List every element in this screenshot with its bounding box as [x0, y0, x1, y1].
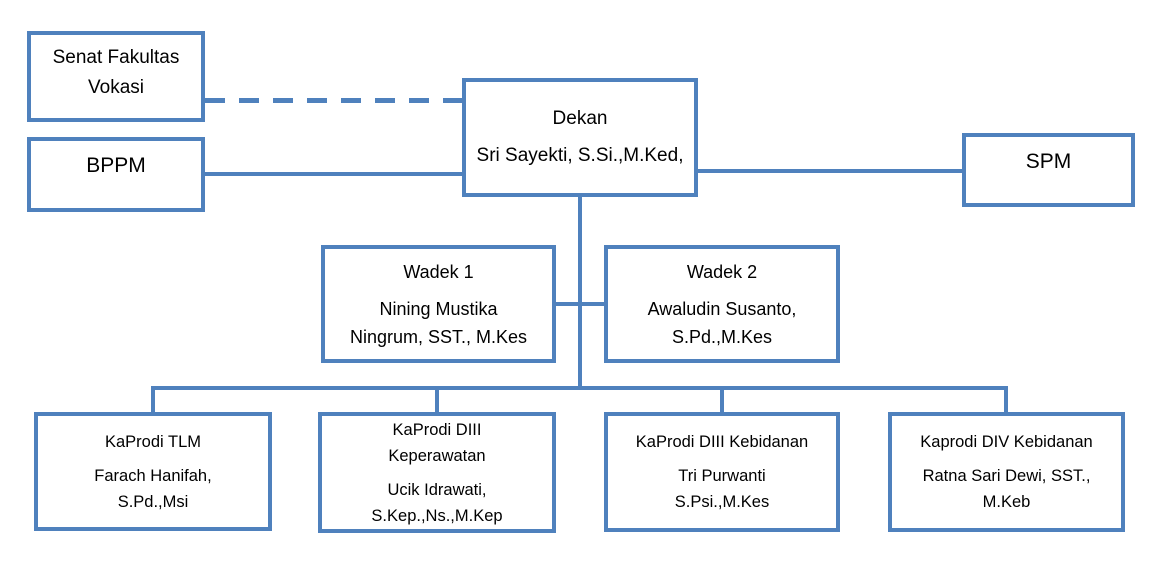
- node-title: KaProdi DIII Keperawatan: [388, 417, 485, 469]
- node-title: BPPM: [86, 153, 146, 179]
- node-name: Sri Sayekti, S.Si.,M.Ked,: [477, 142, 684, 170]
- title-line: KaProdi DIII Kebidanan: [635, 433, 809, 451]
- connector-stub-kaprodi-tlm: [151, 386, 155, 412]
- name-line: Ratna Sari Dewi, SST.,: [922, 467, 1091, 485]
- name-line: Ningrum, SST., M.Kes: [349, 326, 528, 347]
- name-line: Awaludin Susanto,: [647, 298, 797, 319]
- node-name: Awaludin Susanto, S.Pd.,M.Kes: [648, 295, 797, 351]
- name-line: S.Kep.,Ns.,M.Kep: [371, 506, 503, 525]
- name-line: M.Keb: [982, 493, 1031, 511]
- node-name: Ucik Idrawati, S.Kep.,Ns.,M.Kep: [371, 477, 502, 529]
- name-line: Ucik Idrawati,: [387, 480, 487, 499]
- name-line: Farach Hanifah,: [94, 466, 212, 485]
- name-line: Tri Purwanti: [678, 467, 766, 485]
- org-box-kaprodi-div-kebidanan: Kaprodi DIV Kebidanan Ratna Sari Dewi, S…: [888, 412, 1125, 532]
- connector-stub-kaprodi-div-kebidanan: [1004, 386, 1008, 412]
- connector-bppm-dekan: [205, 172, 462, 176]
- node-title: KaProdi DIII Kebidanan: [636, 429, 808, 455]
- title-line: Senat Fakultas: [52, 47, 180, 68]
- node-name: Nining Mustika Ningrum, SST., M.Kes: [350, 295, 527, 351]
- org-box-senat-fakultas-vokasi: Senat Fakultas Vokasi: [27, 31, 205, 122]
- org-box-kaprodi-tlm: KaProdi TLM Farach Hanifah, S.Pd.,Msi: [34, 412, 272, 531]
- node-title: KaProdi TLM: [105, 429, 201, 455]
- connector-dekan-vertical: [578, 197, 582, 390]
- node-title: Wadek 2: [687, 258, 757, 286]
- connector-kaprodi-horizontal: [151, 386, 1008, 390]
- title-line: Wadek 2: [686, 261, 758, 282]
- title-line: Dekan: [552, 108, 608, 129]
- title-line: Vokasi: [88, 77, 144, 98]
- connector-stub-kaprodi-diii-kebidanan: [720, 386, 724, 412]
- name-line: Nining Mustika: [379, 298, 498, 319]
- node-title: Dekan: [553, 105, 608, 133]
- org-box-bppm: BPPM: [27, 137, 205, 212]
- node-name: Ratna Sari Dewi, SST., M.Keb: [923, 463, 1091, 515]
- org-box-wadek-2: Wadek 2 Awaludin Susanto, S.Pd.,M.Kes: [604, 245, 840, 363]
- node-title: Kaprodi DIV Kebidanan: [920, 429, 1092, 455]
- name-line: S.Pd.,Msi: [117, 492, 189, 511]
- title-line: KaProdi TLM: [105, 432, 201, 451]
- title-line: KaProdi DIII: [392, 420, 482, 439]
- name-line: Sri Sayekti, S.Si.,M.Ked,: [476, 145, 684, 166]
- org-box-wadek-1: Wadek 1 Nining Mustika Ningrum, SST., M.…: [321, 245, 556, 363]
- title-line: Kaprodi DIV Kebidanan: [920, 433, 1093, 451]
- connector-wadek-horizontal: [556, 302, 604, 306]
- name-line: S.Psi.,M.Kes: [674, 493, 770, 511]
- node-name: Tri Purwanti S.Psi.,M.Kes: [675, 463, 769, 515]
- title-line: Keperawatan: [388, 446, 486, 465]
- org-box-kaprodi-diii-keperawatan: KaProdi DIII Keperawatan Ucik Idrawati, …: [318, 412, 556, 533]
- title-line: Wadek 1: [403, 261, 474, 282]
- node-title: Senat Fakultas Vokasi: [53, 43, 180, 103]
- name-line: S.Pd.,M.Kes: [671, 326, 773, 347]
- connector-dekan-spm: [698, 169, 962, 173]
- org-box-dekan: Dekan Sri Sayekti, S.Si.,M.Ked,: [462, 78, 698, 197]
- org-box-spm: SPM: [962, 133, 1135, 207]
- node-title: Wadek 1: [403, 258, 473, 286]
- connector-senat-dekan-dashed: [205, 98, 462, 103]
- org-box-kaprodi-diii-kebidanan: KaProdi DIII Kebidanan Tri Purwanti S.Ps…: [604, 412, 840, 532]
- title-line: SPM: [1025, 150, 1072, 173]
- connector-stub-kaprodi-diii-keperawatan: [435, 386, 439, 412]
- node-name: Farach Hanifah, S.Pd.,Msi: [94, 463, 211, 515]
- title-line: BPPM: [86, 154, 146, 177]
- node-title: SPM: [1026, 149, 1072, 175]
